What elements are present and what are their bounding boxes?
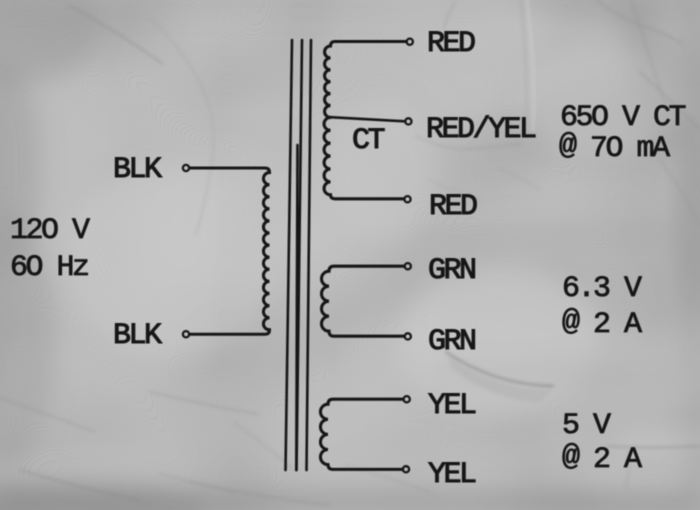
svg-text:BLK: BLK <box>113 319 162 353</box>
svg-text:@ 2 A: @ 2 A <box>562 306 642 343</box>
svg-text:YEL: YEL <box>428 458 476 492</box>
svg-text:@ 7O mA: @ 7O mA <box>559 130 670 167</box>
svg-text:6O Hz: 6O Hz <box>10 251 88 285</box>
svg-text:GRN: GRN <box>428 325 475 359</box>
svg-text:RED: RED <box>427 27 475 61</box>
svg-text:5 V: 5 V <box>562 409 611 443</box>
svg-text:6.3 V: 6.3 V <box>562 272 642 306</box>
svg-text:12O V: 12O V <box>10 214 90 248</box>
svg-text:@ 2 A: @ 2 A <box>562 441 642 478</box>
svg-text:YEL: YEL <box>428 389 476 423</box>
svg-text:RED/YEL: RED/YEL <box>426 113 536 147</box>
svg-text:RED: RED <box>429 190 477 224</box>
svg-text:CT: CT <box>352 124 385 158</box>
svg-text:65O V CT: 65O V CT <box>560 101 686 135</box>
svg-text:BLK: BLK <box>113 153 162 187</box>
svg-text:GRN: GRN <box>428 254 475 288</box>
